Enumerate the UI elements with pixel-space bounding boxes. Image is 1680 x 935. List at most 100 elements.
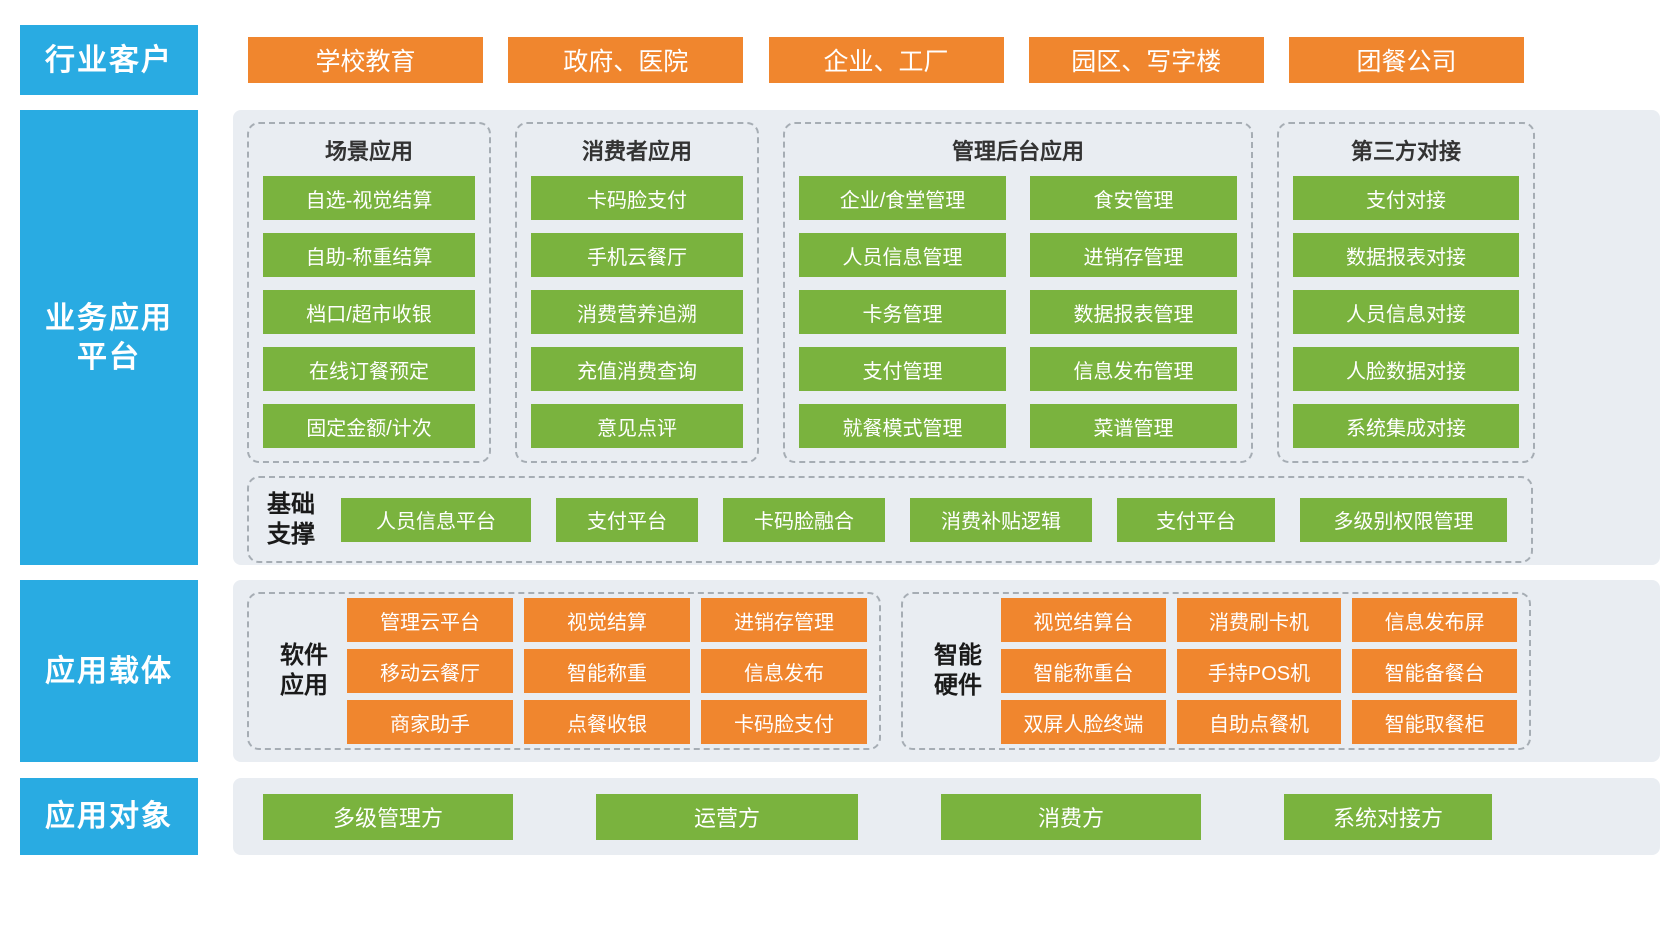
- third-party-group: 第三方对接 支付对接 数据报表对接 人员信息对接 人脸数据对接 系统集成对接: [1277, 122, 1535, 463]
- consumer-app-item: 消费营养追溯: [531, 290, 743, 334]
- business-platform-panel: 场景应用 自选-视觉结算 自助-称重结算 档口/超市收银 在线订餐预定 固定金额…: [233, 110, 1660, 565]
- scene-app-item: 档口/超市收银: [263, 290, 475, 334]
- business-platform-row: 业务应用 平台 场景应用 自选-视觉结算 自助-称重结算 档口/超市收银 在线订…: [20, 110, 1660, 565]
- scene-app-item: 固定金额/计次: [263, 404, 475, 448]
- base-support-label-line1: 基础: [267, 490, 315, 518]
- base-support-item: 多级别权限管理: [1300, 497, 1507, 542]
- hardware-item: 消费刷卡机: [1176, 598, 1342, 642]
- industry-item-government-hospital: 政府、医院: [508, 37, 744, 83]
- software-apps-group: 软件 应用 管理云平台 视觉结算 进销存管理 移动云餐厅 智能称重 信息发布 商…: [247, 592, 881, 750]
- hardware-item: 信息发布屏: [1352, 598, 1517, 642]
- consumer-apps-list: 卡码脸支付 手机云餐厅 消费营养追溯 充值消费查询 意见点评: [531, 176, 743, 448]
- smart-hardware-grid: 视觉结算台 消费刷卡机 信息发布屏 智能称重台 手持POS机 智能备餐台 双屏人…: [1001, 598, 1517, 744]
- software-item: 智能称重: [524, 649, 690, 693]
- base-support-item: 支付平台: [556, 497, 698, 542]
- consumer-app-item: 卡码脸支付: [531, 176, 743, 220]
- consumer-apps-group: 消费者应用 卡码脸支付 手机云餐厅 消费营养追溯 充值消费查询 意见点评: [515, 122, 759, 463]
- application-target-row: 应用对象 多级管理方 运营方 消费方 系统对接方: [20, 778, 1660, 855]
- target-item-operator: 运营方: [596, 793, 858, 840]
- base-support-item: 支付平台: [1117, 497, 1275, 542]
- management-item: 数据报表管理: [1030, 290, 1237, 334]
- scene-app-item: 自选-视觉结算: [263, 176, 475, 220]
- third-party-title: 第三方对接: [1350, 139, 1461, 164]
- management-item: 菜谱管理: [1030, 404, 1237, 448]
- scene-app-item: 在线订餐预定: [263, 347, 475, 391]
- scene-apps-title: 场景应用: [324, 139, 413, 164]
- software-item: 进销存管理: [701, 598, 867, 642]
- application-carrier-panel: 软件 应用 管理云平台 视觉结算 进销存管理 移动云餐厅 智能称重 信息发布 商…: [233, 580, 1660, 762]
- management-item: 就餐模式管理: [799, 404, 1006, 448]
- third-party-item: 人脸数据对接: [1293, 347, 1519, 391]
- hardware-item: 智能备餐台: [1352, 649, 1517, 693]
- base-support-label-line2: 支撑: [267, 520, 315, 548]
- industry-customers-row: 行业客户 学校教育 政府、医院 企业、工厂 园区、写字楼 团餐公司: [20, 25, 1660, 95]
- smart-hardware-label: 智能 硬件: [915, 641, 1001, 701]
- hardware-item: 双屏人脸终端: [1001, 700, 1166, 744]
- management-item: 食安管理: [1030, 176, 1237, 220]
- industry-customers-items: 学校教育 政府、医院 企业、工厂 园区、写字楼 团餐公司: [233, 25, 1660, 95]
- industry-item-schools: 学校教育: [248, 37, 483, 83]
- hardware-item: 视觉结算台: [1001, 598, 1166, 642]
- hardware-item: 智能称重台: [1001, 649, 1166, 693]
- management-backend-title: 管理后台应用: [951, 139, 1084, 164]
- application-groups: 场景应用 自选-视觉结算 自助-称重结算 档口/超市收银 在线订餐预定 固定金额…: [247, 122, 1646, 463]
- management-item: 企业/食堂管理: [799, 176, 1006, 220]
- target-item-consumer: 消费方: [941, 793, 1201, 840]
- base-support-item: 卡码脸融合: [723, 497, 885, 542]
- third-party-item: 数据报表对接: [1293, 233, 1519, 277]
- business-platform-label: 业务应用 平台: [20, 110, 198, 565]
- software-item: 移动云餐厅: [347, 649, 513, 693]
- software-item: 视觉结算: [524, 598, 690, 642]
- industry-item-enterprise-factory: 企业、工厂: [768, 37, 1004, 83]
- scene-app-item: 自助-称重结算: [263, 233, 475, 277]
- management-backend-col2: 食安管理 进销存管理 数据报表管理 信息发布管理 菜谱管理: [1030, 176, 1237, 448]
- hardware-item: 手持POS机: [1176, 649, 1342, 693]
- management-item: 信息发布管理: [1030, 347, 1237, 391]
- smart-hardware-label-line2: 硬件: [934, 672, 982, 699]
- management-backend-group: 管理后台应用 企业/食堂管理 人员信息管理 卡务管理 支付管理 就餐模式管理 食…: [783, 122, 1253, 463]
- base-support-item: 人员信息平台: [341, 497, 531, 542]
- scene-apps-list: 自选-视觉结算 自助-称重结算 档口/超市收银 在线订餐预定 固定金额/计次: [263, 176, 475, 448]
- base-support-label: 基础 支撑: [267, 490, 315, 550]
- software-apps-label-line2: 应用: [280, 672, 328, 699]
- software-item: 商家助手: [347, 700, 513, 744]
- consumer-app-item: 充值消费查询: [531, 347, 743, 391]
- industry-customers-label: 行业客户: [20, 25, 198, 95]
- application-carrier-row: 应用载体 软件 应用 管理云平台 视觉结算 进销存管理 移动云餐厅 智能称重 信…: [20, 580, 1660, 762]
- base-support-item: 消费补贴逻辑: [910, 497, 1092, 542]
- consumer-app-item: 手机云餐厅: [531, 233, 743, 277]
- scene-apps-group: 场景应用 自选-视觉结算 自助-称重结算 档口/超市收银 在线订餐预定 固定金额…: [247, 122, 491, 463]
- management-item: 进销存管理: [1030, 233, 1237, 277]
- application-target-label: 应用对象: [20, 778, 198, 855]
- management-item: 人员信息管理: [799, 233, 1006, 277]
- software-item: 卡码脸支付: [701, 700, 867, 744]
- management-item: 支付管理: [799, 347, 1006, 391]
- industry-item-park-office: 园区、写字楼: [1028, 37, 1264, 83]
- management-backend-col1: 企业/食堂管理 人员信息管理 卡务管理 支付管理 就餐模式管理: [799, 176, 1006, 448]
- software-apps-grid: 管理云平台 视觉结算 进销存管理 移动云餐厅 智能称重 信息发布 商家助手 点餐…: [347, 598, 867, 744]
- third-party-item: 系统集成对接: [1293, 404, 1519, 448]
- software-apps-label: 软件 应用: [261, 641, 347, 701]
- hardware-item: 自助点餐机: [1176, 700, 1342, 744]
- software-item: 管理云平台: [347, 598, 513, 642]
- management-item: 卡务管理: [799, 290, 1006, 334]
- application-carrier-label: 应用载体: [20, 580, 198, 762]
- hardware-item: 智能取餐柜: [1352, 700, 1517, 744]
- software-apps-label-line1: 软件: [280, 642, 328, 669]
- smart-hardware-label-line1: 智能: [934, 642, 982, 669]
- third-party-item: 人员信息对接: [1293, 290, 1519, 334]
- target-item-multilevel-manager: 多级管理方: [263, 793, 513, 840]
- consumer-apps-title: 消费者应用: [581, 139, 692, 164]
- business-platform-label-line1: 业务应用: [45, 301, 173, 335]
- application-target-panel: 多级管理方 运营方 消费方 系统对接方: [233, 778, 1660, 855]
- software-item: 信息发布: [701, 649, 867, 693]
- industry-item-catering-company: 团餐公司: [1289, 37, 1524, 83]
- software-item: 点餐收银: [524, 700, 690, 744]
- third-party-list: 支付对接 数据报表对接 人员信息对接 人脸数据对接 系统集成对接: [1293, 176, 1519, 448]
- base-support-group: 基础 支撑 人员信息平台 支付平台 卡码脸融合 消费补贴逻辑 支付平台 多级别权…: [247, 476, 1533, 563]
- target-item-system-integrator: 系统对接方: [1284, 793, 1492, 840]
- third-party-item: 支付对接: [1293, 176, 1519, 220]
- smart-hardware-group: 智能 硬件 视觉结算台 消费刷卡机 信息发布屏 智能称重台 手持POS机 智能备…: [901, 592, 1531, 750]
- base-support-items: 人员信息平台 支付平台 卡码脸融合 消费补贴逻辑 支付平台 多级别权限管理: [341, 497, 1507, 542]
